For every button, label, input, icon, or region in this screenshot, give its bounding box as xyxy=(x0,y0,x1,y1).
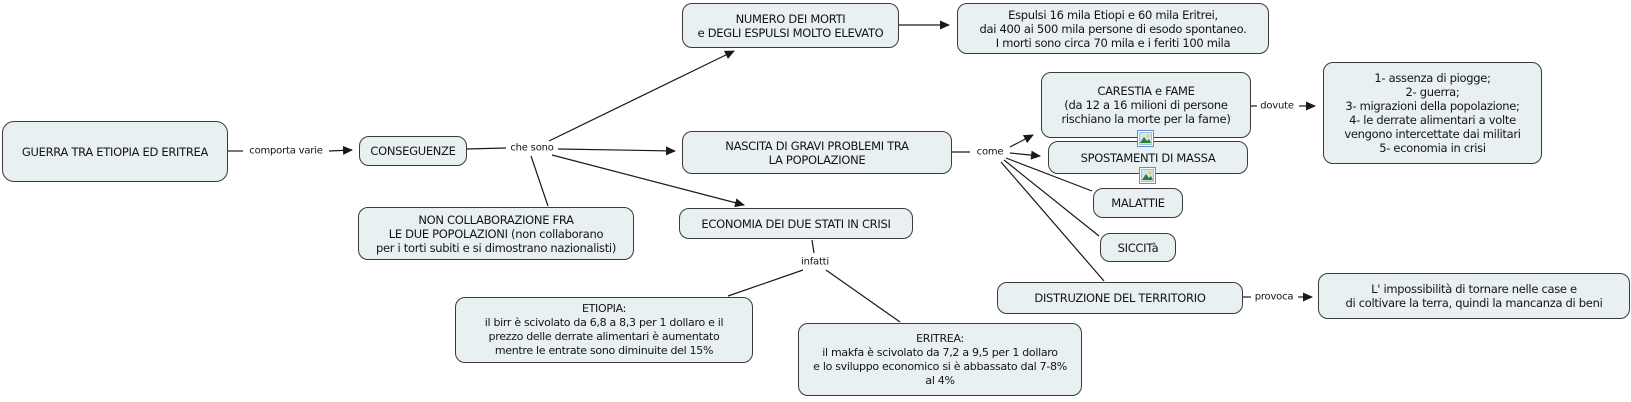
concept-siccita[interactable]: SICCITà xyxy=(1100,233,1176,262)
link-label-infatti[interactable]: infatti xyxy=(801,256,829,268)
concept-etiopia-dettagli[interactable]: ETIOPIA: il birr è scivolato da 6,8 a 8,… xyxy=(455,297,753,363)
concept-eritrea-dettagli[interactable]: ERITREA: il makfa è scivolato da 7,2 a 9… xyxy=(798,323,1082,396)
concept-economia-crisi[interactable]: ECONOMIA DEI DUE STATI IN CRISI xyxy=(679,208,913,239)
concept-espulsi-dettagli[interactable]: Espulsi 16 mila Etiopi e 60 mila Eritrei… xyxy=(957,3,1269,54)
concept-malattie[interactable]: MALATTIE xyxy=(1093,188,1183,218)
link-label-provoca[interactable]: provoca xyxy=(1254,291,1294,303)
concept-distruzione-territorio[interactable]: DISTRUZIONE DEL TERRITORIO xyxy=(997,282,1243,314)
concept-nascita-problemi[interactable]: NASCITA DI GRAVI PROBLEMI TRA LA POPOLAZ… xyxy=(682,131,952,174)
concept-numero-morti[interactable]: NUMERO DEI MORTI e DEGLI ESPULSI MOLTO E… xyxy=(682,3,899,48)
link-label-che-sono[interactable]: che sono xyxy=(510,142,554,154)
picture-resource-icon[interactable] xyxy=(1139,167,1156,184)
link-label-comporta-varie[interactable]: comporta varie xyxy=(249,145,323,157)
concept-impossibilita-tornare[interactable]: L' impossibilità di tornare nelle case e… xyxy=(1318,273,1630,319)
link-label-come[interactable]: come xyxy=(976,146,1004,158)
concept-non-collaborazione[interactable]: NON COLLABORAZIONE FRA LE DUE POPOLAZION… xyxy=(358,207,634,260)
concept-carestia-fame[interactable]: CARESTIA e FAME (da 12 a 16 milioni di p… xyxy=(1041,72,1251,138)
concept-cause-fame-elenco[interactable]: 1- assenza di piogge; 2- guerra; 3- migr… xyxy=(1323,62,1542,164)
link-label-dovute[interactable]: dovute xyxy=(1260,100,1294,112)
concept-guerra[interactable]: GUERRA TRA ETIOPIA ED ERITREA xyxy=(2,121,228,182)
picture-resource-icon[interactable] xyxy=(1137,130,1154,147)
concept-conseguenze[interactable]: CONSEGUENZE xyxy=(359,136,467,166)
